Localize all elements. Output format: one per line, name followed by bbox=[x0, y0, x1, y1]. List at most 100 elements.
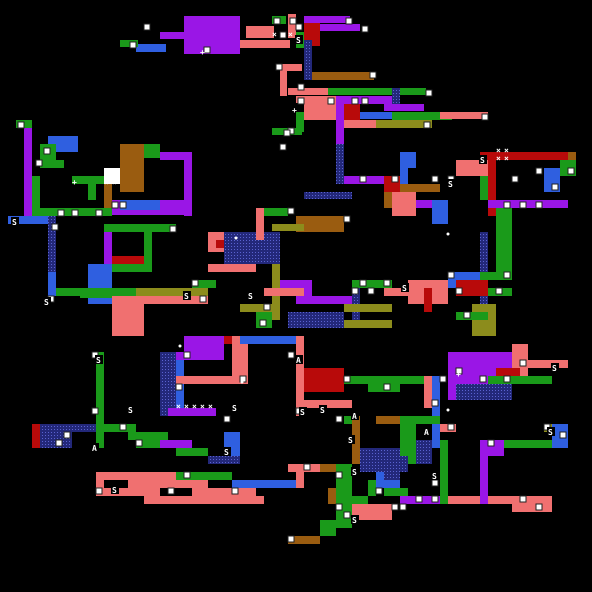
trap-marker: + bbox=[456, 370, 461, 379]
door-marker bbox=[183, 471, 191, 479]
door-marker bbox=[287, 351, 295, 359]
door-marker bbox=[431, 399, 439, 407]
marker-background bbox=[347, 435, 355, 444]
map-room bbox=[424, 376, 432, 408]
marker-background bbox=[95, 355, 103, 364]
trap-marker: × bbox=[104, 170, 109, 179]
marker-background bbox=[431, 471, 439, 480]
marker-background bbox=[351, 515, 359, 524]
map-room bbox=[104, 224, 176, 232]
map-room bbox=[352, 416, 360, 464]
map-room bbox=[296, 336, 304, 416]
map-room bbox=[80, 288, 136, 298]
map-room bbox=[8, 216, 48, 224]
marker-background bbox=[91, 443, 99, 452]
door-marker bbox=[343, 375, 351, 383]
map-room bbox=[480, 176, 488, 200]
map-room bbox=[424, 288, 432, 312]
marker-background bbox=[423, 427, 431, 436]
door-marker bbox=[327, 97, 335, 105]
door-marker bbox=[95, 487, 103, 495]
door-marker bbox=[447, 271, 455, 279]
trap-marker: × bbox=[208, 402, 213, 411]
trap-marker: × bbox=[176, 402, 181, 411]
map-room bbox=[296, 112, 304, 132]
map-room bbox=[232, 336, 248, 384]
map-room bbox=[344, 304, 392, 312]
door-marker bbox=[119, 201, 127, 209]
map-room bbox=[144, 296, 208, 304]
map-room bbox=[128, 480, 184, 488]
map-room bbox=[456, 384, 512, 400]
map-room bbox=[208, 456, 240, 464]
marker-background bbox=[111, 485, 119, 494]
door-marker bbox=[167, 487, 175, 495]
door-marker bbox=[431, 495, 439, 503]
map-room bbox=[96, 352, 104, 424]
map-room bbox=[272, 224, 304, 231]
map-room bbox=[408, 416, 440, 424]
marker-background bbox=[551, 363, 559, 372]
door-marker bbox=[35, 159, 43, 167]
map-room bbox=[72, 176, 86, 184]
door-marker bbox=[335, 471, 343, 479]
map-room bbox=[40, 160, 64, 168]
door-marker bbox=[91, 407, 99, 415]
item-marker bbox=[234, 236, 238, 240]
item-marker bbox=[240, 380, 244, 384]
stair-marker: S bbox=[184, 292, 189, 301]
marker-background bbox=[183, 291, 191, 300]
map-room bbox=[144, 496, 264, 504]
door-marker bbox=[479, 375, 487, 383]
map-room bbox=[320, 520, 336, 536]
stair-marker: S bbox=[112, 486, 117, 495]
marker-background bbox=[231, 403, 239, 412]
door-marker bbox=[361, 97, 369, 105]
door-marker bbox=[463, 311, 471, 319]
map-room bbox=[480, 152, 576, 160]
marker-background bbox=[547, 427, 555, 436]
door-marker bbox=[447, 423, 455, 431]
map-room bbox=[456, 312, 488, 320]
map-room bbox=[256, 208, 264, 240]
door-marker bbox=[425, 89, 433, 97]
door-marker bbox=[391, 503, 399, 511]
marker-background bbox=[223, 447, 231, 456]
stair-marker: S bbox=[296, 36, 301, 45]
map-room bbox=[400, 160, 408, 192]
map-room bbox=[120, 200, 160, 210]
door-marker bbox=[345, 17, 353, 25]
trap-marker: × bbox=[272, 30, 277, 39]
map-room bbox=[32, 424, 40, 448]
map-room bbox=[296, 296, 352, 304]
map-room bbox=[496, 208, 512, 280]
map-room bbox=[296, 216, 344, 232]
trap-marker: × bbox=[496, 154, 501, 163]
stair-marker: S bbox=[320, 406, 325, 415]
door-marker bbox=[343, 215, 351, 223]
door-marker bbox=[63, 431, 71, 439]
stair-marker: S bbox=[248, 292, 253, 301]
stair-marker: S bbox=[44, 298, 49, 307]
door-marker bbox=[391, 175, 399, 183]
trap-marker: × bbox=[104, 178, 109, 187]
stair-marker: S bbox=[552, 364, 557, 373]
marker-background bbox=[299, 407, 307, 416]
map-room bbox=[328, 88, 426, 95]
map-room bbox=[80, 176, 104, 184]
trap-marker: × bbox=[496, 146, 501, 155]
door-marker bbox=[351, 287, 359, 295]
map-room bbox=[480, 440, 488, 504]
door-marker bbox=[415, 495, 423, 503]
stair-marker: S bbox=[232, 404, 237, 413]
stair-marker: S bbox=[448, 180, 453, 189]
map-room bbox=[304, 16, 320, 46]
map-room bbox=[136, 288, 208, 296]
door-marker bbox=[439, 375, 447, 383]
map-room bbox=[288, 312, 344, 328]
map-room bbox=[168, 408, 216, 416]
stair-marker: S bbox=[300, 408, 305, 417]
marker-background bbox=[479, 155, 487, 164]
map-room bbox=[24, 120, 32, 216]
